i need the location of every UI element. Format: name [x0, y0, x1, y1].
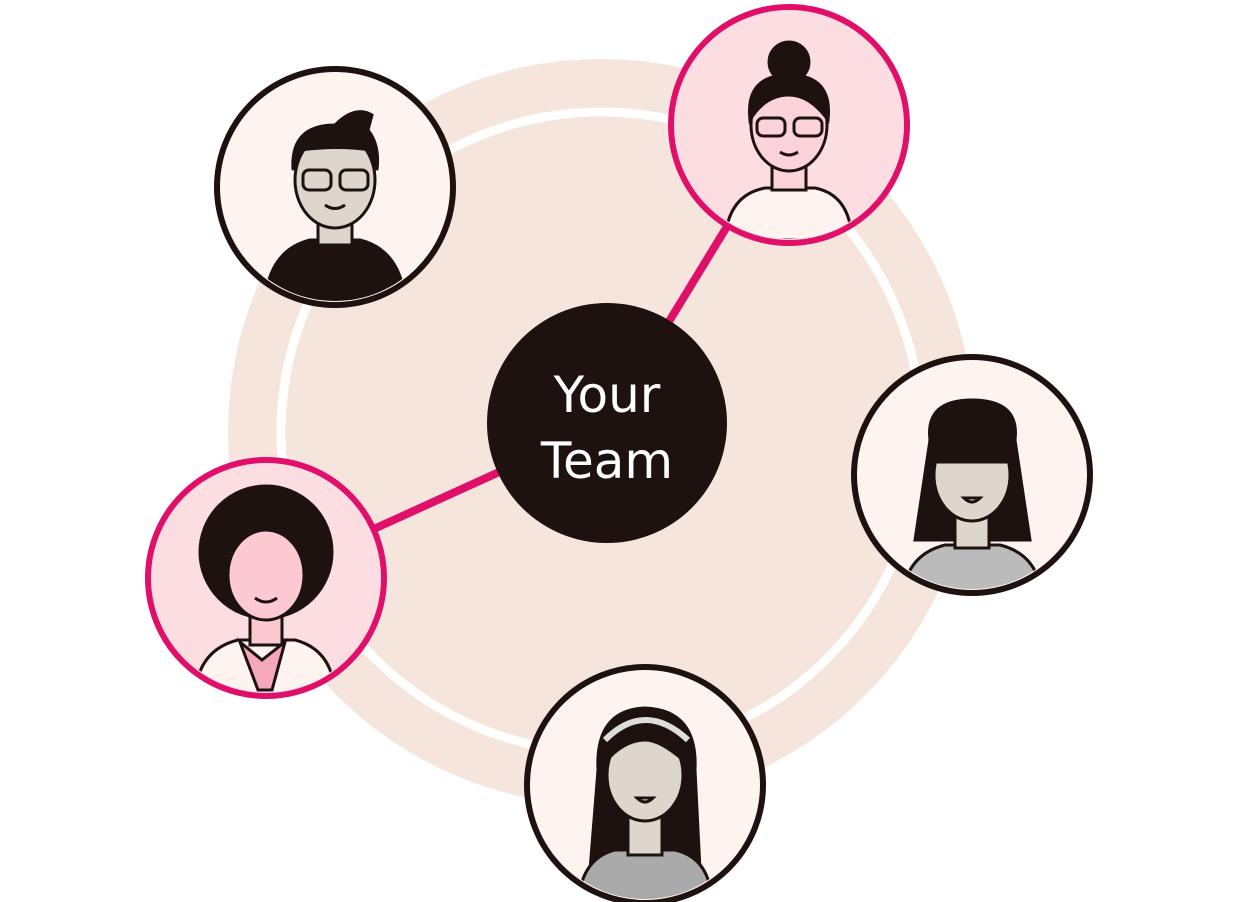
center-label-line2: Team [540, 432, 673, 490]
glasses-icon [301, 168, 370, 192]
avatar-woman-headband[interactable] [524, 664, 766, 902]
avatar-woman-bangs[interactable] [851, 354, 1093, 600]
avatar-woman-bun-glasses[interactable] [668, 4, 910, 246]
avatar-man-glasses[interactable] [214, 66, 456, 308]
center-node: Your Team [487, 303, 727, 543]
headband-icon [602, 717, 691, 743]
center-label-line1: Your [553, 366, 661, 424]
avatar-woman-curly[interactable] [145, 457, 387, 699]
glasses-icon [755, 116, 824, 138]
